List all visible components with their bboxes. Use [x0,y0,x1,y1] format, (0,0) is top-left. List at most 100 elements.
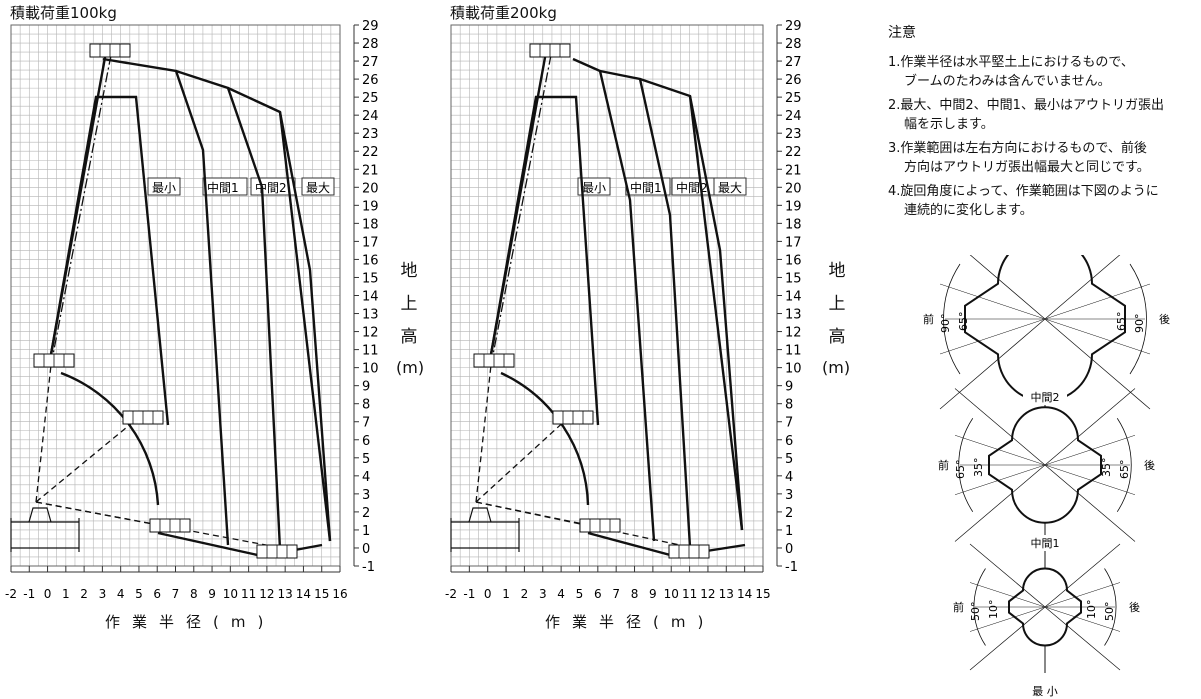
diagram-caption: 中間1 [1031,537,1060,550]
y-tick-label: -1 [785,560,798,575]
reach-line [475,364,492,503]
chart-title: 積載荷重200kg [450,4,557,22]
y-tick-label: 2 [785,506,793,521]
zone-boundary [278,111,332,542]
swing-diagram: 前後50°10°50°10°最 小 [953,543,1140,699]
x-tick-label: 6 [153,587,161,601]
x-tick-label: 13 [719,587,734,601]
platform-bucket-icon [529,43,571,58]
angle-ray [1044,318,1151,410]
back-label: 後 [1129,600,1140,614]
platform-bucket-icon [33,353,75,368]
note-item: 1.作業半径は水平堅土上におけるもので、 ブームのたわみは含んでいません。 [888,53,1164,91]
y-tick-label: 0 [785,542,793,557]
angle-ray [954,464,1046,542]
boom-max-line [488,51,548,361]
platform-bucket-icon [473,353,515,368]
outer-angle-label: 65° [1118,460,1131,480]
x-tick-label: 16 [332,587,347,601]
angle-ray [969,582,1046,608]
y-tick-label: 14 [362,290,379,305]
angle-ray [954,464,1046,495]
inner-angle-label: 10° [987,600,1000,620]
x-axis-title: 作業半径(m) [545,613,716,631]
note-line: 3.作業範囲は左右方向におけるもので、前後 [888,141,1147,156]
y-tick-label: 6 [362,434,370,449]
y-tick-label: 15 [362,271,379,286]
y-tick-label: 12 [362,326,379,341]
bottom-boundary [587,531,746,558]
x-tick-label: 3 [99,587,107,601]
y-tick-label: 21 [785,163,802,178]
angle-ray [1044,464,1136,495]
y-tick-label: 11 [785,344,802,359]
outer-angle-label: 50° [1103,602,1116,622]
x-tick-label: 15 [755,587,770,601]
outer-angle-label: 90° [1133,314,1146,334]
angle-ray [954,388,1046,466]
x-tick-label: 1 [62,587,70,601]
caption-bg [1023,535,1067,551]
zone-label: 最小 [152,181,176,195]
x-tick-label: 10 [664,587,679,601]
back-label: 後 [1159,312,1170,326]
y-tick-label: 24 [785,109,802,124]
outrigger [450,518,520,552]
x-tick-label: 4 [117,587,125,601]
zone-label-box [713,177,747,196]
y-tick-label: 22 [785,145,802,160]
zone-boundary [572,57,656,542]
outrigger [10,518,80,552]
platform-bucket-icon [122,410,164,425]
note-item: 3.作業範囲は左右方向におけるもので、前後 方向はアウトリガ張出幅最大と同じです… [888,139,1164,177]
y-tick-label: 18 [362,217,379,232]
y-tick-label: 9 [785,380,793,395]
swing-angle-diagrams: 前後90°65°90°65°中間2前後65°35°65°35°中間1前後50°1… [923,255,1170,699]
zone-label-box [202,177,248,196]
note-line: 1.作業半径は水平堅土上におけるもので、 [888,55,1134,70]
y-tick-label: 29 [362,19,379,34]
front-label: 前 [923,312,934,326]
y-tick-label: 12 [785,326,802,341]
x-tick-label: -1 [463,587,475,601]
x-tick-label: 5 [135,587,143,601]
inner-angle-label: 35° [1100,458,1113,478]
boom-center-line [50,54,112,366]
front-label: 前 [938,458,949,472]
y-tick-label: 5 [785,452,793,467]
x-tick-label: 13 [278,587,293,601]
x-tick-label: -2 [445,587,457,601]
y-tick-label: 28 [785,37,802,52]
y-axis-title-char: 上 [400,294,418,314]
note-line: 4.旋回角度によって、作業範囲は下図のように [888,184,1159,199]
y-axis-unit: (m) [822,358,851,377]
y-axis-title-char: 上 [828,294,846,314]
turret [28,507,52,523]
y-axis-title: 地 上 高 [397,255,421,354]
y-tick-label: 28 [362,37,379,52]
notes-list: 1.作業半径は水平堅土上におけるもので、 ブームのたわみは含んでいません。 2.… [888,53,1164,220]
y-tick-label: 23 [785,127,802,142]
y-tick-label: 18 [785,217,802,232]
y-tick-label: 24 [362,109,379,124]
diagram-caption: 最 小 [1032,685,1058,698]
angle-ray [969,606,1046,671]
y-axis-unit: (m) [396,358,425,377]
x-tick-label: 12 [700,587,715,601]
x-tick-label: 8 [631,587,639,601]
zone-label: 最大 [718,181,742,195]
y-tick-label: 17 [785,235,802,250]
y-axis-title-char: 高 [400,327,418,347]
x-tick-label: 3 [539,587,547,601]
platform-bucket-icon [256,544,298,559]
y-axis-title-char: 高 [828,327,846,347]
angle-arc [1104,568,1117,646]
angle-ray [939,283,1046,320]
caption-bg [1023,683,1067,699]
y-tick-label: 19 [785,199,802,214]
inner-angle-label: 10° [1085,600,1098,620]
y-tick-label: 27 [362,55,379,70]
platform-bucket-icon [668,544,710,559]
note-line: 2.最大、中間2、中間1、最小はアウトリガ張出 [888,98,1164,113]
